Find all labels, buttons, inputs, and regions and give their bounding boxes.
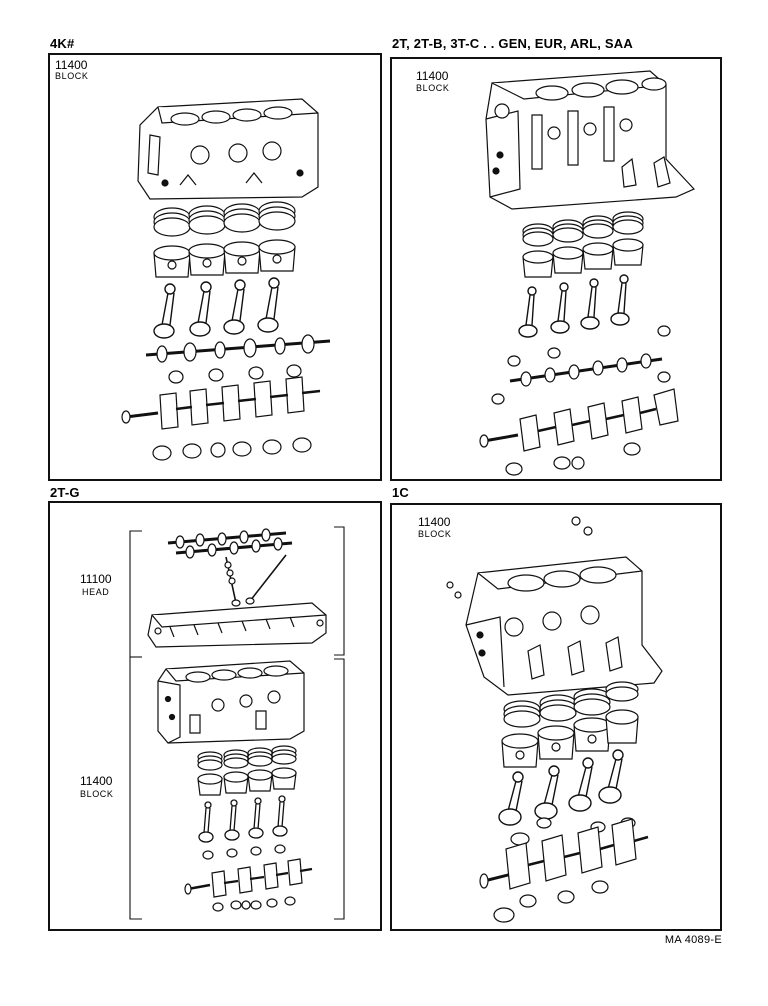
head-part-label: HEAD [82, 587, 110, 597]
panel-2t-header: 2T, 2T-B, 3T-C . . GEN, EUR, ARL, SAA [392, 36, 633, 51]
engine-2tg-exploded-illustration [50, 503, 380, 929]
block-part-number: 11400 [80, 774, 113, 788]
panel-4k: 11400 BLOCK [48, 53, 382, 481]
block-part-label: BLOCK [418, 529, 452, 539]
block-part-number: 11400 [416, 69, 449, 83]
panel-2t: 11400 BLOCK [390, 57, 722, 481]
panel-4k-header: 4K# [50, 36, 75, 51]
panel-2tg-header: 2T-G [50, 485, 80, 500]
engine-1c-exploded-illustration [392, 505, 720, 929]
panel-1c: 11400 BLOCK [390, 503, 722, 931]
block-part-label: BLOCK [55, 71, 89, 81]
block-part-number: 11400 [55, 58, 88, 72]
engine-4k-exploded-illustration [50, 55, 380, 479]
block-part-label: BLOCK [80, 789, 114, 799]
panel-2tg: 11100 HEAD 11400 BLOCK [48, 501, 382, 931]
diagram-reference-code: MA 4089-E [664, 934, 722, 946]
head-part-number: 11100 [80, 572, 112, 586]
block-part-number: 11400 [418, 515, 451, 529]
engine-2t-exploded-illustration [392, 59, 720, 479]
panel-1c-header: 1C [392, 485, 410, 500]
block-part-label: BLOCK [416, 83, 450, 93]
